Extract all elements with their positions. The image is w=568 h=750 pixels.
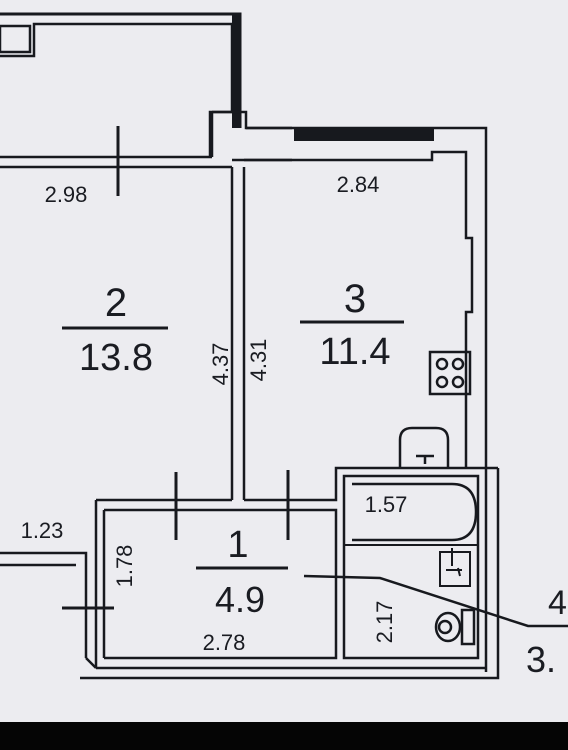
corridor-walls: [0, 551, 88, 658]
room-3-number: 3: [344, 277, 366, 321]
callout-top-digit: 4: [548, 584, 567, 622]
floor-plan: 2 13.8 3 11.4 1 4.9 2.98 2.84 4.37 4.31 …: [0, 0, 568, 722]
room-2-area: 13.8: [79, 337, 153, 379]
paper-background: [0, 0, 568, 722]
hall-inner-wall: [104, 508, 338, 660]
partition-wall: [210, 112, 246, 500]
callout-bottom-value: 3.: [526, 639, 556, 680]
bottom-black-bar: [0, 722, 568, 750]
dim-room3-width: 2.84: [337, 172, 380, 197]
stove-icon: [428, 350, 472, 396]
balcony-window: [0, 24, 32, 54]
dim-room2-depth: 4.37: [208, 343, 233, 386]
room-1-area: 4.9: [215, 579, 265, 620]
bathtub-icon: [352, 482, 478, 542]
room-2-number: 2: [105, 281, 127, 325]
dim-bath-width: 1.57: [365, 492, 408, 517]
room-1-number: 1: [227, 524, 248, 566]
dim-hall-depth: 1.78: [112, 545, 137, 588]
toilet-icon: [434, 608, 476, 646]
walls: [0, 12, 500, 680]
bottom-wall: [80, 468, 500, 680]
balcony-wall-thick: [232, 14, 241, 128]
dim-corridor-width: 1.23: [21, 518, 64, 543]
room2-top-wall: [0, 155, 232, 169]
bathroom-outline: [342, 474, 480, 660]
hall-top-wall: [244, 466, 498, 502]
washbasin-icon: [439, 551, 471, 587]
kitchen-sink-icon: [398, 426, 450, 468]
hall-left-wall: [94, 498, 232, 668]
window-thick-top: [294, 128, 434, 141]
dim-hall-width: 2.78: [203, 630, 246, 655]
dim-room2-width: 2.98: [45, 182, 88, 207]
callout-leader-line: [303, 574, 568, 628]
dim-room3-depth: 4.31: [246, 339, 271, 382]
dim-bath-depth: 2.17: [372, 601, 397, 644]
room-3-area: 11.4: [319, 331, 390, 373]
